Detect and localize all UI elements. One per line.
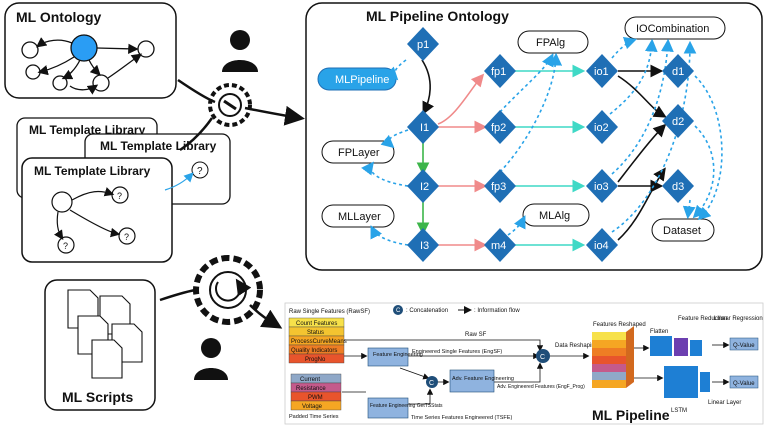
flow-arrows (159, 78, 305, 329)
class-mllayer: MLLayer (338, 211, 381, 223)
label-io3: io3 (594, 181, 609, 193)
label-fp3: fp3 (491, 181, 506, 193)
ts-current: Current (300, 377, 320, 383)
class-mlalg: MLAlg (539, 210, 570, 222)
concat-1: C (429, 380, 434, 387)
label-i1: I1 (420, 122, 429, 134)
ml-pipeline-title: ML Pipeline (592, 407, 670, 423)
class-dataset: Dataset (663, 225, 701, 237)
feat-eng-box: Feature Engineering (373, 352, 423, 358)
diamond-io2 (586, 110, 618, 144)
ml-pipeline-ontology-panel: ML Pipeline Ontology MLPipeline FPLayer … (305, 2, 763, 271)
question-mark-2: ? (117, 191, 122, 201)
feature-reduction-label: Feature Reduction (678, 316, 727, 322)
ml-pipeline-figure: Raw Single Features (RawSF) C : Concaten… (284, 302, 764, 425)
class-mlpipeline: MLPipeline (335, 74, 389, 86)
features-reshaped-label: Features Reshaped (593, 322, 646, 328)
label-m4: m4 (491, 240, 506, 252)
diamond-fp1 (484, 54, 516, 88)
diamond-io1 (586, 54, 618, 88)
raw-feature-status: Status (307, 330, 324, 336)
linear-regression-label: Linear Regression (714, 316, 763, 322)
class-fpalg: FPAlg (536, 37, 565, 49)
ts-feat-eng-box: Feature Engineering GetTSStats (370, 403, 443, 409)
gear-icon (208, 83, 252, 127)
label-d3: d3 (672, 181, 684, 193)
raw-feature-progno: ProgNo (305, 357, 326, 363)
raw-features-title: Raw Single Features (RawSF) (289, 309, 370, 315)
label-io1: io1 (594, 66, 609, 78)
ts-voltage: Voltage (302, 404, 323, 410)
features-reshaped-stack: Features Reshaped (592, 322, 646, 388)
label-fp1: fp1 (491, 66, 506, 78)
diamond-d2 (662, 104, 694, 138)
q-value-2: Q-Value (733, 381, 755, 387)
class-fplayer: FPLayer (338, 147, 380, 159)
class-iocombination: IOCombination (636, 23, 709, 35)
question-mark-3: ? (124, 232, 129, 242)
diamond-p1 (407, 27, 439, 61)
person-icon (194, 338, 228, 380)
template-card-2-title: ML Template Library (100, 139, 217, 153)
ml-ontology-panel: ML Ontology (4, 2, 177, 99)
q-value-1: Q-Value (733, 343, 755, 349)
ts-pwm: PWM (308, 395, 323, 401)
diamond-d1 (662, 54, 694, 88)
pipeline-ontology-title: ML Pipeline Ontology (366, 8, 509, 24)
raw-sf-label: Raw SF (465, 332, 487, 338)
lstm-label: LSTM (671, 408, 687, 414)
label-io4: io4 (594, 240, 609, 252)
raw-feature-count: Count Features (296, 321, 337, 327)
adv-feat-box: Adv. Feature Engineering (452, 376, 514, 382)
question-mark-4: ? (63, 241, 68, 251)
diamond-fp2 (484, 110, 516, 144)
template-library-stack: ML Template Library ML Template Library … (16, 117, 231, 263)
diamond-nodes (407, 27, 694, 262)
label-fp2: fp2 (491, 122, 506, 134)
flatten-label: Flatten (650, 329, 668, 335)
linear-layer-label: Linear Layer (708, 400, 741, 406)
raw-feature-curve: ProcessCurveMeans (291, 339, 347, 345)
raw-feature-quality: Quality Indicators (291, 348, 337, 354)
template-card-3-title: ML Template Library (34, 164, 151, 178)
gear-icon (193, 255, 263, 325)
diamond-i1 (407, 110, 439, 144)
diamond-m4 (484, 228, 516, 262)
diamond-io4 (586, 228, 618, 262)
document-icons (67, 289, 143, 379)
legend-c: C (396, 308, 401, 314)
ontology-graph (21, 34, 155, 95)
legend-concat: : Concatenation (406, 308, 448, 314)
label-io2: io2 (594, 122, 609, 134)
question-mark-1: ? (197, 166, 203, 177)
tsfe-label: Time Series Features Engineered (TSFE) (411, 415, 512, 421)
ml-ontology-title: ML Ontology (16, 9, 101, 25)
diamond-i2 (407, 169, 439, 203)
adv-eng-label: Adv. Engineered Features (EngF_Prog) (497, 384, 585, 390)
label-i3: I3 (420, 240, 429, 252)
ml-scripts-title: ML Scripts (62, 389, 134, 405)
person-icon (222, 30, 258, 72)
label-d1: d1 (672, 66, 684, 78)
diamond-i3 (407, 228, 439, 262)
diamond-d3 (662, 169, 694, 203)
label-d2: d2 (672, 116, 684, 128)
label-p1: p1 (417, 39, 429, 51)
diamond-io3 (586, 169, 618, 203)
ml-scripts-panel: ML Scripts (44, 279, 156, 411)
legend-info: : Information flow (474, 308, 520, 314)
engsf-label: Engineered Single Features (EngSF) (412, 349, 502, 355)
ts-resistance: Resistance (296, 386, 326, 392)
diamond-fp3 (484, 169, 516, 203)
label-i2: I2 (420, 181, 429, 193)
padded-ts-label: Padded Time Series (289, 414, 339, 420)
concat-2: C (540, 354, 545, 361)
data-reshaping-label: Data Reshaping (555, 343, 598, 349)
